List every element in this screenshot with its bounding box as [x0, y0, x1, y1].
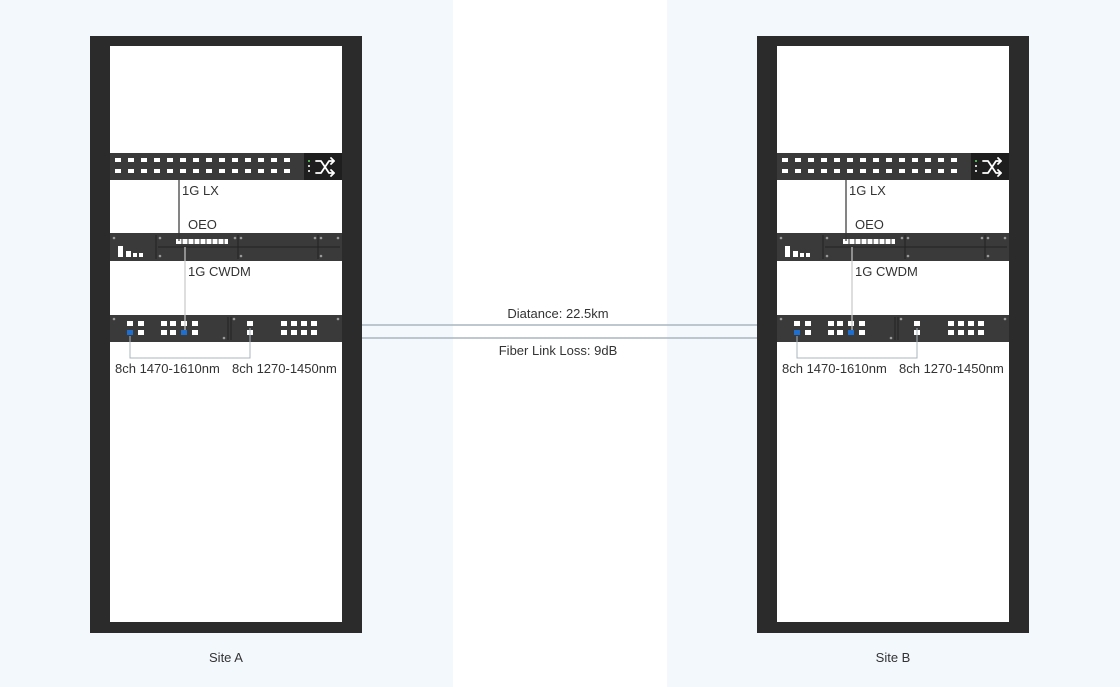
power-module — [118, 246, 123, 257]
switch-ports — [115, 158, 290, 173]
mux-ports-upper-band — [794, 321, 865, 335]
site-a: 1G LX OEO 1G CWDM 8ch 1470-1610nm 8ch 12… — [90, 36, 362, 665]
band-upper-label: 8ch 1470-1610nm — [782, 361, 887, 376]
oeo-ports — [176, 239, 228, 244]
cwdm-mux-b — [777, 315, 1009, 342]
mux-body — [777, 315, 1009, 342]
oeo-label: OEO — [855, 217, 884, 232]
oeo-chassis-a — [110, 233, 342, 261]
band-upper-label: 8ch 1470-1610nm — [115, 361, 220, 376]
oeo-ports — [843, 239, 895, 244]
site-name: Site B — [876, 650, 911, 665]
switch-body — [777, 153, 1009, 180]
switch-logo-area — [304, 153, 342, 180]
loss-label: Fiber Link Loss: 9dB — [499, 343, 618, 358]
oeo-label: OEO — [188, 217, 217, 232]
lx-label: 1G LX — [849, 183, 886, 198]
oeo-chassis-b — [777, 233, 1009, 261]
switch-logo-area — [971, 153, 1009, 180]
fiber-link: Diatance: 22.5km Fiber Link Loss: 9dB — [362, 306, 758, 358]
site-name: Site A — [209, 650, 243, 665]
switch-a — [110, 153, 342, 180]
power-module — [785, 246, 790, 257]
band-bracket — [129, 328, 251, 359]
mux-ports-upper-band — [127, 321, 198, 335]
site-b: 1G LX OEO 1G CWDM 8ch 1470-1610nm 8ch 12… — [757, 36, 1029, 665]
mux-body — [110, 315, 342, 342]
band-bracket — [796, 328, 918, 359]
switch-b — [777, 153, 1009, 180]
lx-label: 1G LX — [182, 183, 219, 198]
switch-status-leds — [308, 160, 310, 172]
shuffle-icon — [982, 157, 1002, 177]
cwdm-label: 1G CWDM — [188, 264, 251, 279]
switch-status-leds — [975, 160, 977, 172]
switch-body — [110, 153, 342, 180]
shuffle-icon — [315, 157, 335, 177]
switch-ports — [782, 158, 957, 173]
distance-label: Diatance: 22.5km — [507, 306, 608, 321]
band-lower-label: 8ch 1270-1450nm — [232, 361, 337, 376]
cwdm-mux-a — [110, 315, 342, 342]
band-lower-label: 8ch 1270-1450nm — [899, 361, 1004, 376]
cwdm-label: 1G CWDM — [855, 264, 918, 279]
